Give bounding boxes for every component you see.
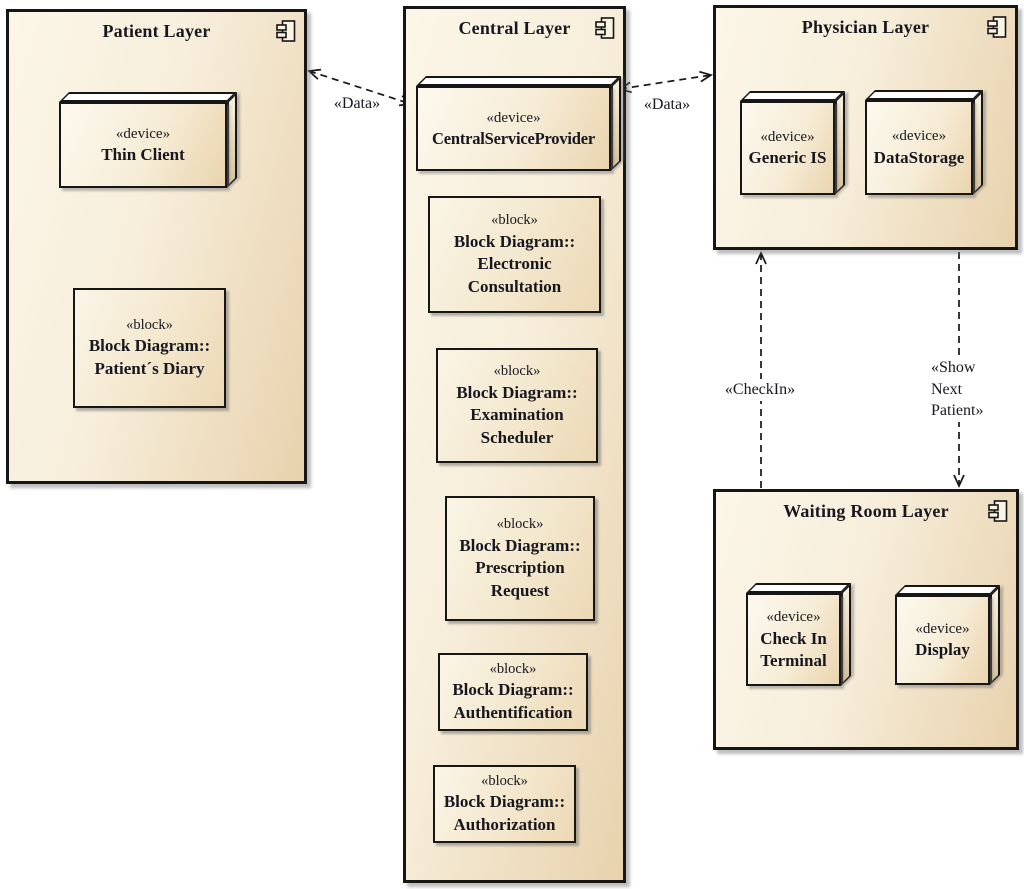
data-connector-right bbox=[617, 70, 714, 94]
block-name-line: Authorization bbox=[453, 814, 556, 834]
data-storage-device: «device» DataStorage bbox=[865, 90, 983, 195]
show-next-patient-label-line: «Show bbox=[931, 359, 976, 376]
stereotype-label: «block» bbox=[496, 516, 544, 533]
block-name-line: Examination bbox=[470, 405, 564, 425]
device-side-face bbox=[841, 583, 851, 686]
stereotype-label: «device» bbox=[760, 128, 815, 145]
authorization-block: «block» Block Diagram:: Authorization bbox=[433, 765, 576, 843]
block-name-line: Electronic bbox=[477, 254, 552, 274]
stereotype-label: «block» bbox=[126, 316, 173, 333]
block-name-line: Block Diagram:: bbox=[459, 535, 581, 555]
prescription-request-block: «block» Block Diagram:: Prescription Req… bbox=[445, 496, 595, 621]
device-top-face bbox=[740, 91, 845, 101]
block-name-line: Request bbox=[490, 580, 550, 600]
thin-client-device: «device» Thin Client bbox=[59, 92, 237, 188]
block-name-line: Block Diagram:: bbox=[452, 680, 574, 700]
authentification-block: «block» Block Diagram:: Authentification bbox=[438, 653, 588, 731]
block-name-line: Block Diagram:: bbox=[456, 382, 578, 402]
component-icon bbox=[987, 16, 1007, 38]
examination-scheduler-block: «block» Block Diagram:: Examination Sche… bbox=[436, 348, 598, 463]
block-name-line: Block Diagram:: bbox=[453, 231, 576, 251]
central-service-provider-device: «device» CentralServiceProvider bbox=[416, 76, 621, 171]
generic-is-device: «device» Generic IS bbox=[740, 91, 845, 195]
device-front-face: «device» DataStorage bbox=[865, 100, 973, 195]
device-side-face bbox=[227, 92, 237, 188]
stereotype-label: «block» bbox=[493, 363, 541, 380]
block-name-line: Patient´s Diary bbox=[94, 358, 205, 378]
block-name-line: Scheduler bbox=[480, 427, 554, 447]
component-icon bbox=[988, 500, 1008, 522]
stereotype-label: «block» bbox=[491, 212, 538, 229]
show-next-patient-label: «Show Next Patient» bbox=[931, 357, 1003, 422]
component-icon bbox=[595, 17, 615, 39]
device-top-face bbox=[895, 585, 1000, 595]
device-top-face bbox=[746, 583, 851, 593]
block-name-line: Consultation bbox=[467, 276, 562, 296]
device-side-face bbox=[835, 91, 845, 195]
display-device: «device» Display bbox=[895, 585, 1000, 685]
checkin-label: «CheckIn» bbox=[712, 379, 808, 401]
data-label-right: «Data» bbox=[643, 96, 691, 113]
device-front-face: «device» CentralServiceProvider bbox=[416, 86, 611, 171]
central-layer-title: Central Layer bbox=[458, 18, 571, 38]
physician-layer: Physician Layer «device» Generic IS «dev… bbox=[713, 5, 1018, 250]
central-layer: Central Layer «device» CentralServicePro… bbox=[403, 6, 626, 883]
block-name-line: Block Diagram:: bbox=[443, 792, 566, 812]
data-label-left: «Data» bbox=[333, 95, 381, 112]
stereotype-label: «device» bbox=[766, 609, 821, 626]
stereotype-label: «device» bbox=[486, 109, 541, 126]
device-top-face bbox=[59, 92, 237, 102]
electronic-consultation-block: «block» Block Diagram:: Electronic Consu… bbox=[428, 196, 601, 313]
device-front-face: «device» Thin Client bbox=[59, 102, 227, 188]
device-top-face bbox=[416, 76, 621, 86]
stereotype-label: «device» bbox=[915, 620, 970, 637]
block-name-line: Authentification bbox=[453, 702, 573, 722]
stereotype-label: «block» bbox=[489, 660, 537, 677]
device-name: CentralServiceProvider bbox=[432, 128, 595, 148]
patients-diary-block: «block» Block Diagram:: Patient´s Diary bbox=[73, 288, 226, 408]
patient-layer: Patient Layer «device» Thin Client «bloc… bbox=[6, 9, 307, 484]
waiting-room-layer: Waiting Room Layer «device» Check In Ter… bbox=[713, 489, 1019, 750]
physician-layer-title: Physician Layer bbox=[801, 17, 930, 37]
patient-layer-title: Patient Layer bbox=[102, 21, 211, 41]
device-front-face: «device» Display bbox=[895, 595, 990, 685]
stereotype-label: «device» bbox=[115, 125, 171, 142]
show-next-patient-label-line: Patient» bbox=[931, 402, 984, 420]
device-top-face bbox=[865, 90, 983, 100]
show-next-patient-label-line: Next bbox=[931, 380, 963, 398]
stereotype-label: «device» bbox=[891, 128, 947, 145]
check-in-terminal-device: «device» Check In Terminal bbox=[746, 583, 851, 686]
stereotype-label: «block» bbox=[481, 772, 528, 789]
component-icon bbox=[276, 20, 296, 42]
block-name-line: Prescription bbox=[475, 558, 565, 578]
device-front-face: «device» Check In Terminal bbox=[746, 593, 841, 686]
device-name-line: Terminal bbox=[760, 650, 827, 670]
device-side-face bbox=[611, 76, 621, 171]
block-name-line: Block Diagram:: bbox=[88, 336, 211, 356]
device-name: Display bbox=[915, 640, 970, 660]
device-name: DataStorage bbox=[873, 147, 965, 167]
waiting-room-layer-title: Waiting Room Layer bbox=[783, 501, 949, 521]
device-name-line: Check In bbox=[760, 628, 827, 648]
device-side-face bbox=[990, 585, 1000, 685]
device-name: Thin Client bbox=[101, 145, 185, 165]
device-name: Generic IS bbox=[748, 148, 827, 168]
device-front-face: «device» Generic IS bbox=[740, 101, 835, 195]
device-side-face bbox=[973, 90, 983, 195]
